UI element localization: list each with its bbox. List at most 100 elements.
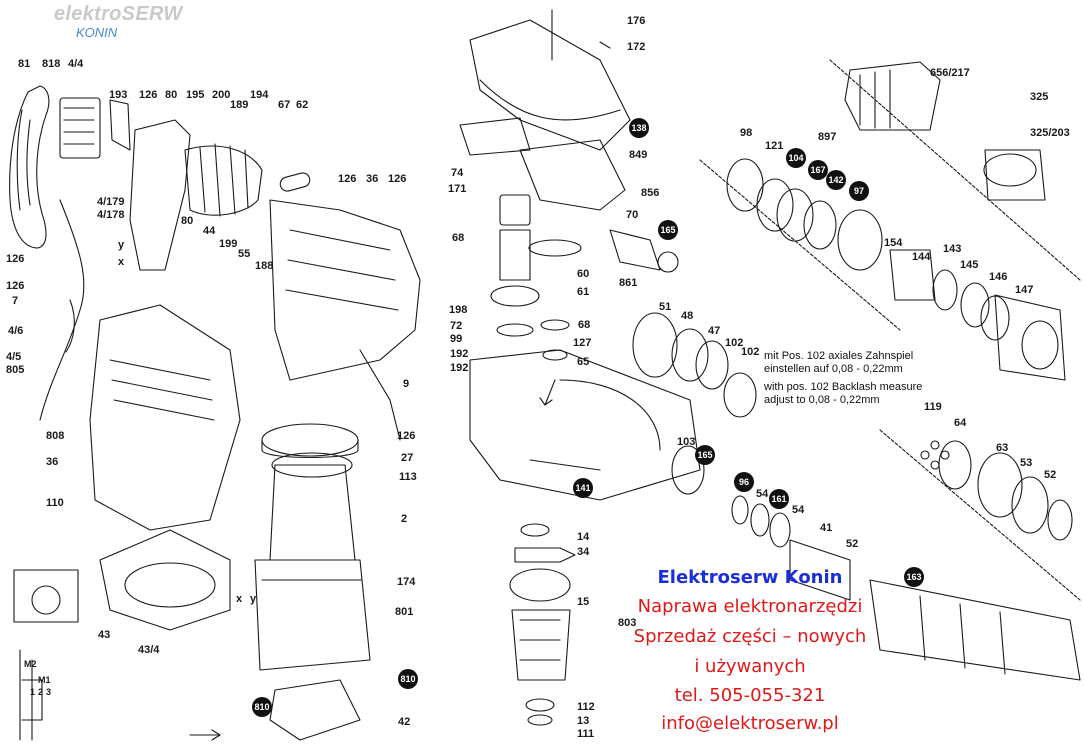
part-number-label: 126 bbox=[397, 430, 416, 442]
part-number-label: 64 bbox=[954, 417, 967, 429]
part-number-label: 47 bbox=[708, 325, 721, 337]
part-number-label: 74 bbox=[451, 167, 464, 179]
wiring-label: 3 bbox=[46, 687, 52, 697]
part-number-label: 856 bbox=[641, 187, 660, 199]
part-number-label: 176 bbox=[627, 15, 646, 27]
part-number-label: 52 bbox=[1044, 469, 1057, 481]
part-number-label: 4/178 bbox=[97, 209, 125, 221]
part-number-label: 36 bbox=[366, 173, 379, 185]
part-number-label: 126 bbox=[388, 173, 407, 185]
part-number-label: 325/203 bbox=[1030, 127, 1070, 139]
circled-part-number: 142 bbox=[826, 170, 846, 190]
part-number-label: 44 bbox=[203, 225, 216, 237]
part-number-label: 808 bbox=[46, 430, 65, 442]
part-number-label: 54 bbox=[756, 488, 769, 500]
part-number-label: 4/5 bbox=[6, 351, 22, 363]
part-number-label: 818 bbox=[42, 58, 61, 70]
backlash-note-en-2: adjust to 0,08 - 0,22mm bbox=[764, 394, 880, 406]
boundary-line bbox=[829, 59, 1081, 281]
part-number-label: 193 bbox=[109, 89, 128, 101]
part-number-label: 144 bbox=[912, 251, 931, 263]
part-number-label: 9 bbox=[403, 378, 410, 390]
stator-ring bbox=[261, 423, 359, 457]
gearbox-housing bbox=[469, 349, 701, 501]
part-number-label: 80 bbox=[181, 215, 194, 227]
part-number-label: 194 bbox=[250, 89, 269, 101]
part-number-label: 199 bbox=[219, 238, 238, 250]
connector-label: x bbox=[118, 256, 125, 268]
part-number-label: 63 bbox=[996, 442, 1009, 454]
part-number-label: 42 bbox=[398, 716, 411, 728]
connector-label: y bbox=[250, 593, 257, 605]
backlash-note-de-2: einstellen auf 0,08 - 0,22mm bbox=[764, 363, 903, 375]
part-number-label: 119 bbox=[924, 401, 942, 413]
part-number-label: 67 bbox=[278, 99, 291, 111]
circled-part-number: 163 bbox=[904, 567, 924, 587]
circled-part-number: 161 bbox=[769, 489, 789, 509]
circled-part-number: 97 bbox=[849, 181, 869, 201]
part-number-label: 147 bbox=[1015, 284, 1034, 296]
wiring-label: 1 bbox=[30, 687, 36, 697]
part-number-label: 4/4 bbox=[68, 58, 84, 70]
bellows-part bbox=[184, 145, 263, 216]
part-number-label: 70 bbox=[626, 209, 639, 221]
part-number-label: 15 bbox=[577, 596, 590, 608]
circled-part-number: 167 bbox=[808, 160, 828, 180]
wiring-label: M2 bbox=[24, 659, 37, 669]
promo-line: info@elektroserw.pl bbox=[661, 713, 839, 734]
part-number-label: 7 bbox=[12, 295, 19, 307]
part-number-label: 27 bbox=[401, 452, 414, 464]
part-number-label: 112 bbox=[577, 701, 595, 713]
part-number-label: 34 bbox=[577, 546, 590, 558]
part-number-label: 99 bbox=[450, 333, 463, 345]
promo-title: Elektroserw Konin bbox=[657, 567, 843, 588]
circled-part-number: 96 bbox=[734, 472, 754, 492]
part-number-label: 2 bbox=[401, 513, 408, 525]
logo: elektroSERW KONIN bbox=[50, 1, 210, 43]
part-number-label: 103 bbox=[677, 436, 696, 448]
part-number-label: 55 bbox=[238, 248, 251, 260]
part-number-label: 145 bbox=[960, 259, 979, 271]
part-number-label: 143 bbox=[943, 243, 962, 255]
circled-part-number: 810 bbox=[252, 697, 272, 717]
part-number-label: 656/217 bbox=[930, 67, 970, 79]
part-number-label: 72 bbox=[450, 320, 463, 332]
front-cover bbox=[89, 304, 241, 531]
promo-line: tel. 505-055-321 bbox=[674, 685, 826, 706]
part-number-label: 126 bbox=[139, 89, 158, 101]
part-number-label: 36 bbox=[46, 456, 59, 468]
logo-brand: elektroSERW bbox=[54, 3, 183, 25]
part-number-label: 111 bbox=[577, 728, 595, 740]
part-number-label: 68 bbox=[452, 232, 465, 244]
handle-shell bbox=[9, 85, 50, 249]
part-number-label: 102 bbox=[741, 346, 760, 358]
part-number-label: 110 bbox=[46, 497, 64, 509]
part-number-label: 805 bbox=[6, 364, 25, 376]
brush-plate bbox=[99, 529, 231, 631]
part-number-label: 81 bbox=[18, 58, 31, 70]
wiring-diagram bbox=[13, 569, 79, 623]
part-number-label: 861 bbox=[619, 277, 638, 289]
wiring-label: M1 bbox=[38, 675, 51, 685]
part-number-label: 113 bbox=[399, 471, 417, 483]
backlash-note-en-1: with pos. 102 Backlash measure bbox=[764, 381, 923, 393]
part-number-label: 127 bbox=[573, 337, 592, 349]
promo-line: Sprzedaż części – nowych bbox=[633, 626, 867, 647]
part-number-label: 53 bbox=[1020, 457, 1033, 469]
promo-line: i używanych bbox=[694, 656, 806, 677]
motor-housing bbox=[269, 199, 421, 381]
gear-housing-top bbox=[469, 19, 631, 151]
circled-part-number: 141 bbox=[573, 478, 593, 498]
circled-part-number: 810 bbox=[398, 669, 418, 689]
circled-part-number: 165 bbox=[658, 220, 678, 240]
part-number-label: 43 bbox=[98, 629, 111, 641]
part-number-label: 897 bbox=[818, 131, 837, 143]
power-cable bbox=[39, 199, 85, 421]
backlash-note-de-1: mit Pos. 102 axiales Zahnspiel bbox=[764, 350, 914, 362]
part-number-label: 198 bbox=[449, 304, 468, 316]
wiring-label: 2 bbox=[38, 687, 44, 697]
part-number-label: 65 bbox=[577, 356, 590, 368]
gear-housing-part bbox=[129, 119, 191, 271]
circled-part-number: 104 bbox=[786, 148, 806, 168]
